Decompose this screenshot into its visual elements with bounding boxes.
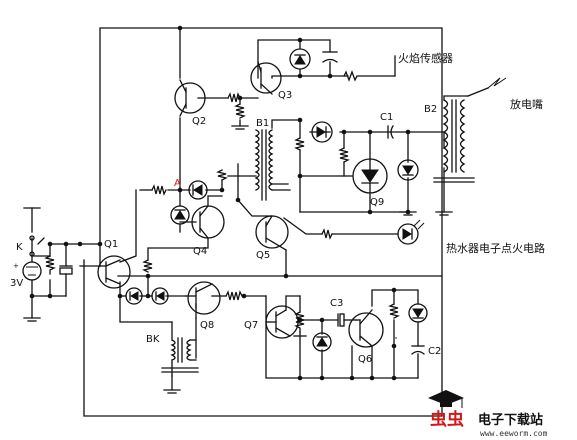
- label-q4: Q4: [193, 246, 207, 257]
- label-b2: B2: [424, 104, 437, 115]
- watermark: 虫虫 电子下载站 www.eeworm.com: [428, 390, 548, 438]
- label-c3: C3: [330, 298, 343, 309]
- label-q5: Q5: [256, 250, 270, 261]
- resistors: [44, 70, 400, 339]
- transistor-q2: [174, 79, 206, 117]
- transformer-bk: [161, 337, 199, 373]
- transistor-q4: [191, 205, 225, 239]
- label-b1: B1: [256, 118, 269, 129]
- label-a: A: [174, 178, 181, 189]
- caption-flame-sensor: 火焰传感器: [398, 51, 453, 65]
- watermark-logo: 虫虫: [430, 409, 464, 430]
- watermark-site-name: 电子下载站: [478, 412, 543, 428]
- caption-circuit-title: 热水器电子点火电路: [446, 242, 545, 255]
- label-3v: 3V: [10, 278, 23, 289]
- wires: [31, 27, 469, 417]
- label-bk: BK: [146, 334, 160, 345]
- watermark-url: www.eeworm.com: [480, 429, 548, 438]
- label-c2: C2: [428, 346, 441, 357]
- label-q2: Q2: [192, 116, 206, 127]
- switch-k: [29, 235, 35, 257]
- transformer-b1: [254, 129, 274, 201]
- discharge-nozzle-icon: [467, 77, 507, 97]
- label-q8: Q8: [200, 320, 214, 331]
- diodes: [125, 48, 428, 352]
- label-q6: Q6: [358, 354, 372, 365]
- label-battery-plus: +: [13, 262, 19, 270]
- transistor-q7: [265, 305, 299, 339]
- transistor-q8: [185, 281, 221, 319]
- junction-dots: [29, 25, 411, 381]
- caption-discharge-nozzle: 放电嘴: [510, 97, 543, 111]
- transformer-b2: [433, 99, 475, 183]
- label-q9: Q9: [370, 197, 384, 208]
- label-q3: Q3: [278, 90, 292, 101]
- label-q1: Q1: [104, 239, 118, 250]
- transistor-q3: [250, 61, 282, 95]
- graduation-cap-icon: [428, 390, 464, 408]
- label-c1: C1: [380, 112, 393, 123]
- ground-symbols: [23, 125, 453, 394]
- label-k: K: [16, 242, 23, 253]
- thyristor-q9: [352, 158, 388, 194]
- transistor-q6: [348, 309, 384, 348]
- capacitors: [59, 51, 425, 355]
- transistor-q1: [97, 255, 131, 289]
- battery-3v: [22, 261, 42, 281]
- transistor-q5: [255, 215, 289, 251]
- label-q7: Q7: [244, 320, 258, 331]
